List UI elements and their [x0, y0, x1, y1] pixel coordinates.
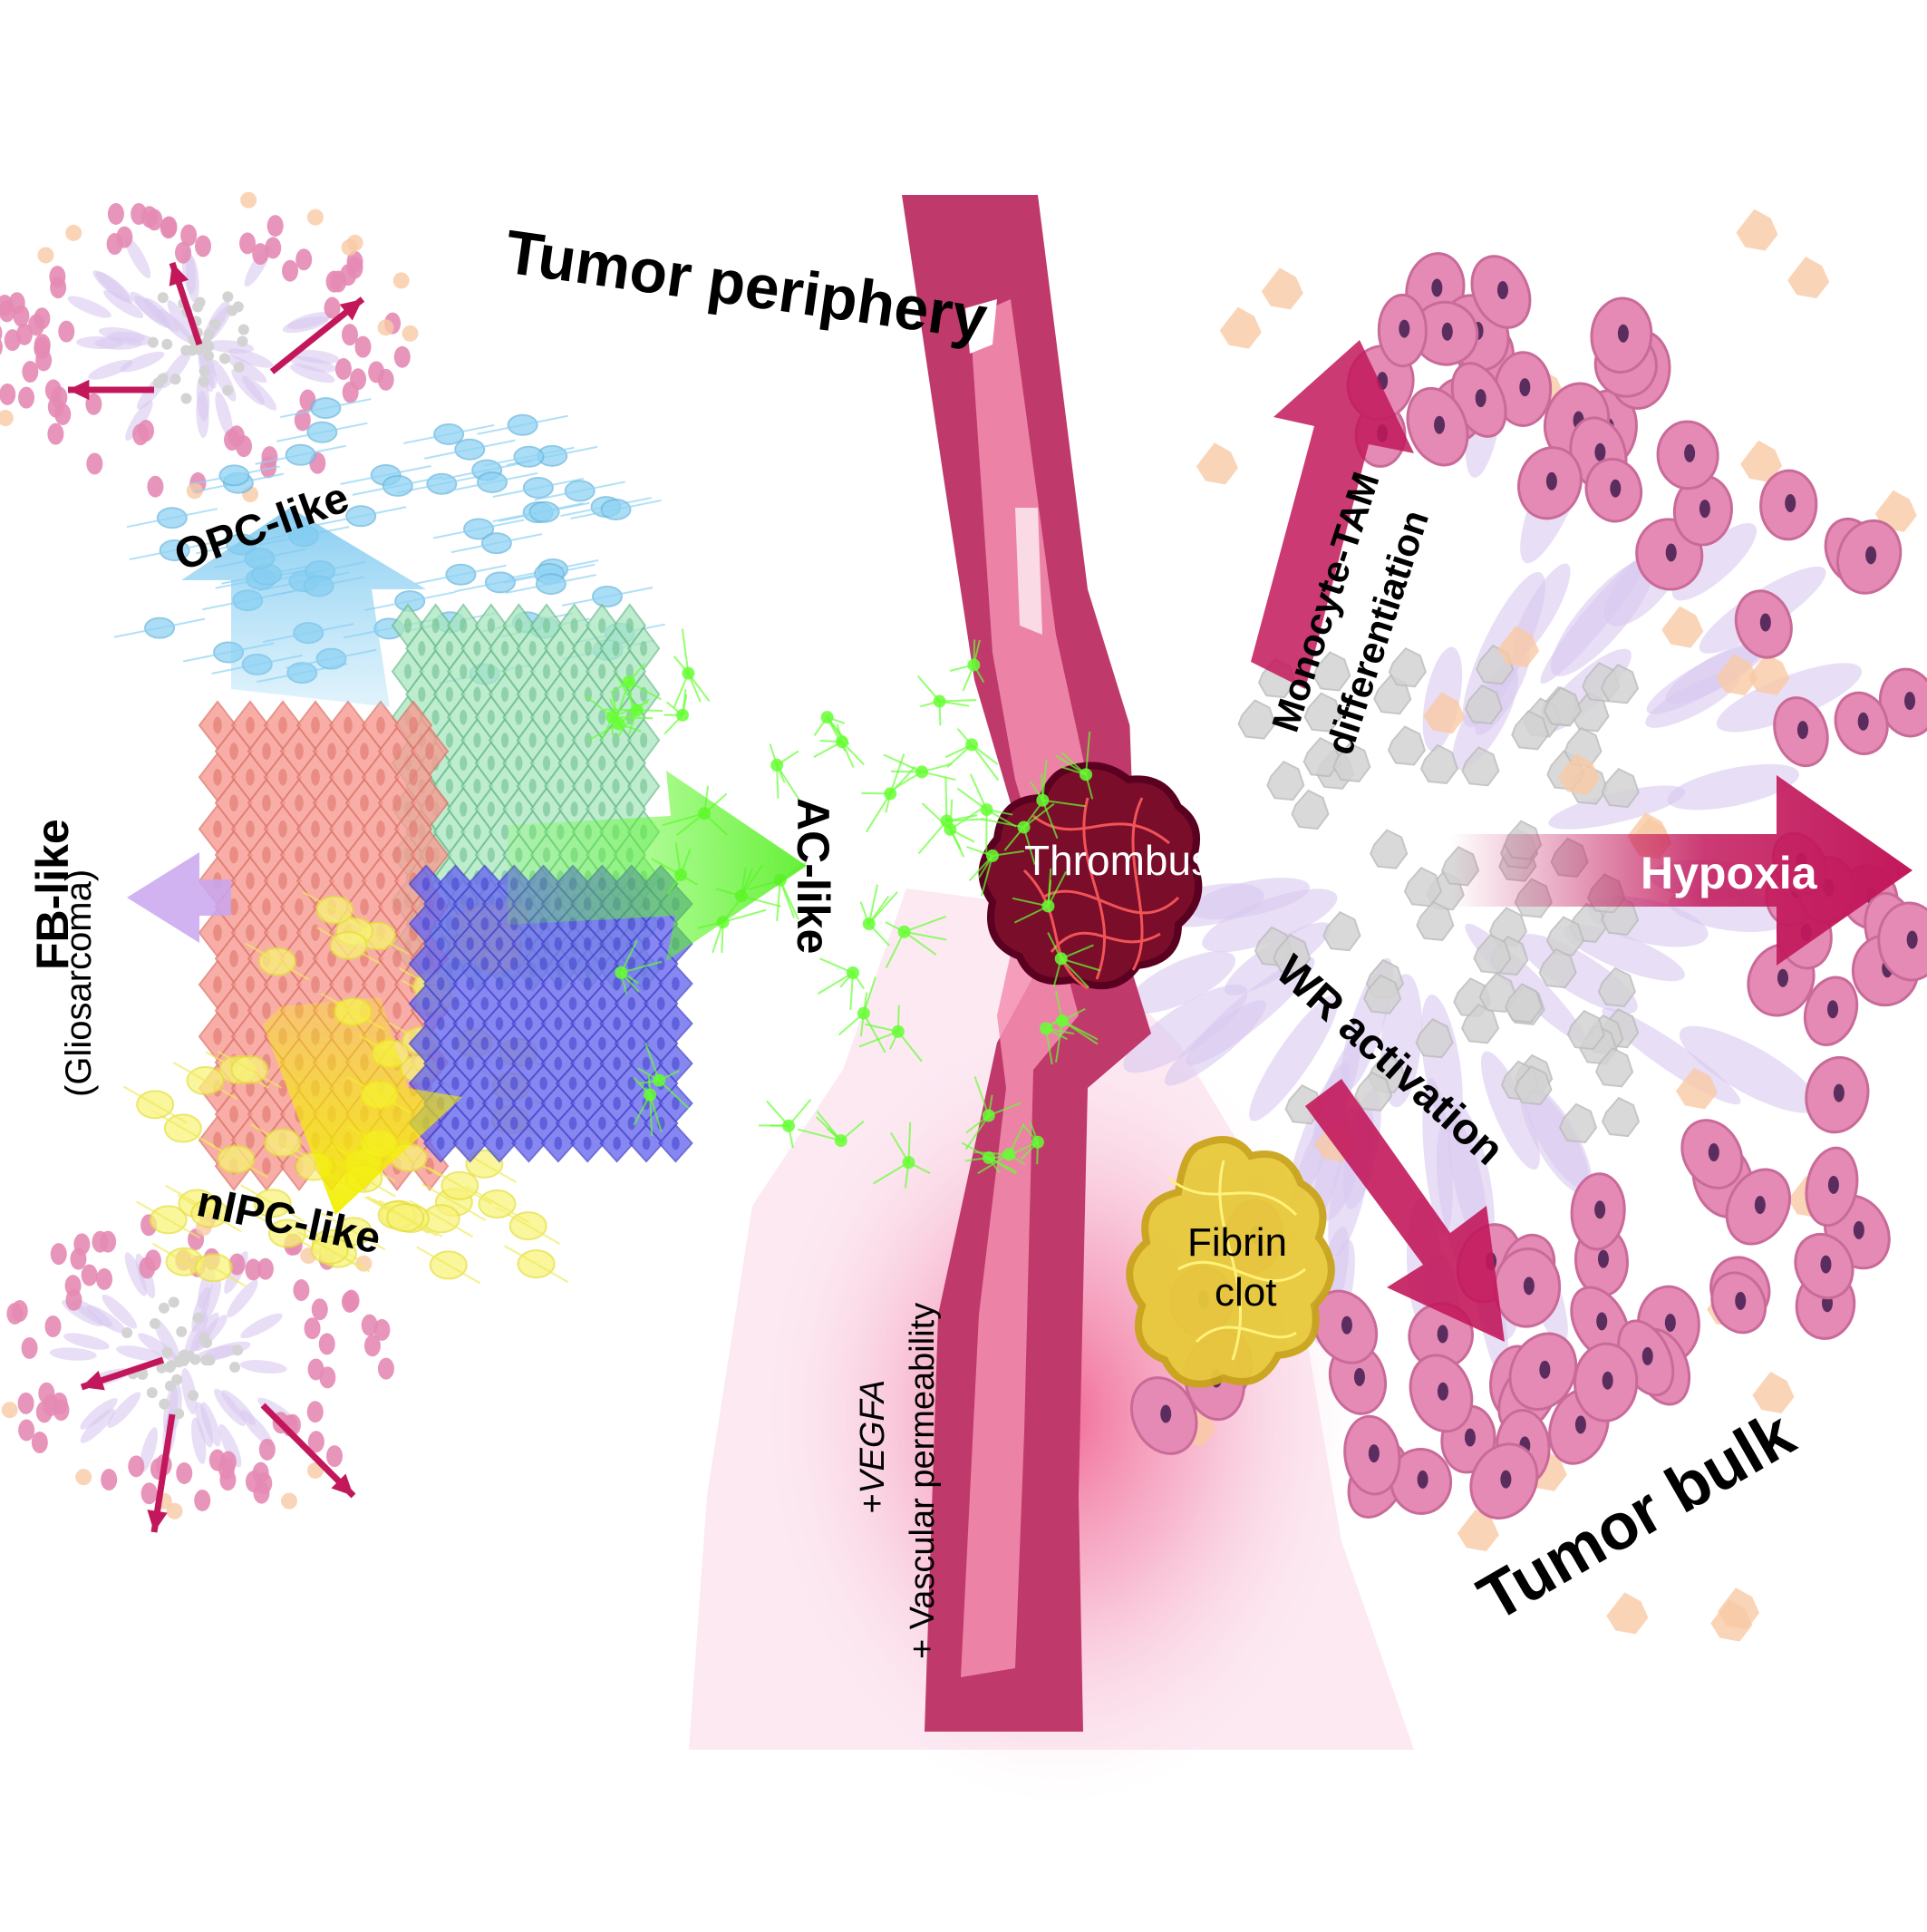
- label-thrombus: Thrombus: [1024, 837, 1212, 884]
- label-fibrin: Fibrin: [1187, 1220, 1287, 1265]
- label-ac-like: AC-like: [788, 798, 838, 954]
- label-gliosarcoma: (Gliosarcoma): [59, 869, 99, 1097]
- label-vascular-permeability: + Vascular permeability: [904, 1303, 942, 1659]
- label-hypoxia: Hypoxia: [1641, 848, 1818, 898]
- label-clot: clot: [1215, 1270, 1276, 1315]
- label-vegfa: +VEGFA: [854, 1380, 892, 1514]
